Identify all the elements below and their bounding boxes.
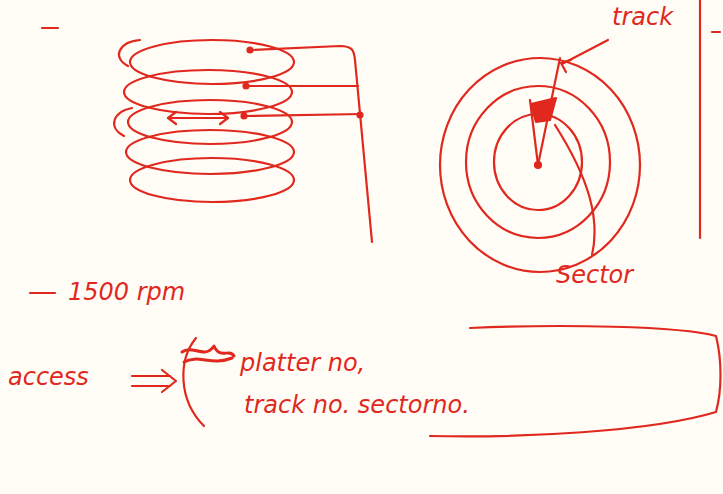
tuple-bracket <box>183 326 720 436</box>
speed-label: 1500 rpm <box>68 279 185 305</box>
disk-surface <box>440 40 640 272</box>
track-label: track <box>612 4 673 30</box>
divider-mark <box>712 31 720 33</box>
platter-stack <box>42 28 372 242</box>
divider-line <box>699 0 701 238</box>
address-part: track no. sectorno. <box>244 392 470 418</box>
address-part: platter no, <box>240 350 365 376</box>
sector-label: Sector <box>556 262 633 288</box>
implies-arrow <box>132 370 176 392</box>
bullet-dash <box>30 292 55 294</box>
access-label: access <box>8 364 89 390</box>
